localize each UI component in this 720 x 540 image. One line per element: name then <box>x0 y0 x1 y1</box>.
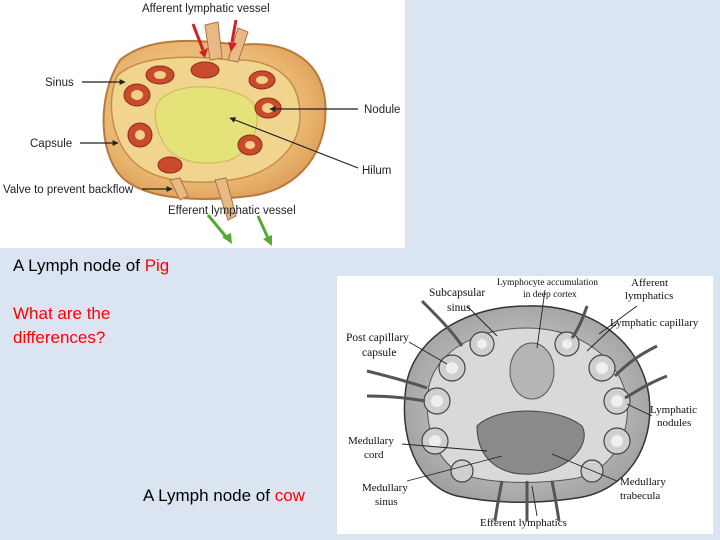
cow-label-lymphocyte-1: Lymphocyte accumulation <box>497 278 598 288</box>
cow-label-lymphatic-nodules-2: nodules <box>657 417 691 429</box>
cow-label-medullary-cord-1: Medullary <box>348 435 394 447</box>
cow-label-medullary-sinus-2: sinus <box>375 496 398 508</box>
cow-caption: A Lymph node of cow <box>143 486 305 506</box>
pig-label-efferent: Efferent lymphatic vessel <box>168 205 296 217</box>
cow-label-lymphatic-nodules-1: Lymphatic <box>650 404 697 416</box>
pig-label-sinus: Sinus <box>45 77 74 89</box>
cow-label-medullary-trabecula-1: Medullary <box>620 476 666 488</box>
cow-label-medullary-trabecula-2: trabecula <box>620 490 660 502</box>
cow-label-afferent-1: Afferent <box>631 277 668 289</box>
cow-label-subcapsular-2: sinus <box>447 302 471 314</box>
cow-caption-prefix: A Lymph node of <box>143 486 275 505</box>
cow-lymph-node-illustration: Lymphocyte accumulation in deep cortex S… <box>346 277 699 529</box>
cow-label-lymphocyte-2: in deep cortex <box>523 290 577 300</box>
pig-label-capsule: Capsule <box>30 138 72 150</box>
pig-label-valve: Valve to prevent backflow <box>3 184 134 196</box>
cow-label-subcapsular-1: Subcapsular <box>429 287 485 299</box>
question-line-2: differences? <box>13 328 106 347</box>
cow-label-post-capillary-1: Post capillary <box>346 332 409 344</box>
cow-label-post-capillary-2: capsule <box>362 347 396 359</box>
question-line-1: What are the <box>13 304 111 323</box>
pig-caption: A Lymph node of Pig <box>13 256 169 276</box>
pig-label-hilum: Hilum <box>362 165 391 177</box>
pig-label-nodule: Nodule <box>364 104 400 116</box>
cow-caption-animal: cow <box>274 486 305 505</box>
cow-label-medullary-sinus-1: Medullary <box>362 482 408 494</box>
question-text: What are the differences? <box>13 302 110 350</box>
pig-caption-prefix: A Lymph node of <box>13 256 145 275</box>
pig-caption-animal: Pig <box>144 256 170 275</box>
cow-label-afferent-2: lymphatics <box>625 290 673 302</box>
pig-lymph-node-illustration: Afferent lymphatic vessel Sinus Capsule … <box>3 3 400 246</box>
pig-label-afferent: Afferent lymphatic vessel <box>142 3 270 15</box>
cow-lymph-node-figure: Lymphocyte accumulation in deep cortex S… <box>337 276 713 534</box>
cow-label-medullary-cord-2: cord <box>364 449 384 461</box>
cow-label-lymph-capillary: Lymphatic capillary <box>610 317 699 329</box>
pig-lymph-node-figure: Afferent lymphatic vessel Sinus Capsule … <box>0 0 405 248</box>
cow-label-efferent: Efferent lymphatics <box>480 517 567 529</box>
